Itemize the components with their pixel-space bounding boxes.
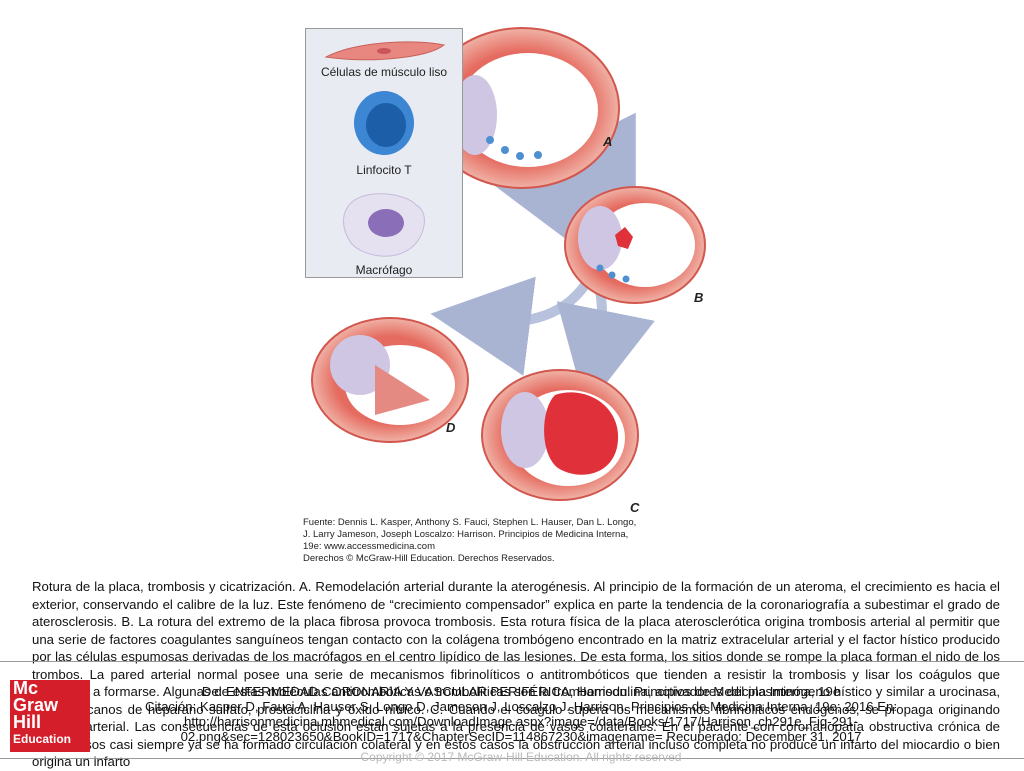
vessel-c — [481, 369, 639, 501]
logo-text: Mc — [13, 678, 39, 698]
copyright-notice: Copyright © 2017 McGraw-Hill Education. … — [360, 750, 682, 764]
footer-rule-bottom — [0, 758, 1024, 759]
citation-reference: Citación: Kasper D, Fauci A, Hauser S, L… — [144, 699, 898, 714]
cell-legend: Células de músculo liso Linfocito T Macr… — [305, 28, 463, 278]
atherosclerosis-figure — [311, 27, 706, 501]
citation-url: http://harrisonmedicina.mhmedical.com/Do… — [183, 714, 859, 729]
smooth-muscle-label: Células de músculo liso — [320, 65, 448, 79]
panel-label-b: B — [694, 290, 704, 305]
smooth-muscle-cell-icon — [324, 41, 446, 61]
source-line: J. Larry Jameson, Joseph Loscalzo: Harri… — [303, 529, 629, 540]
logo-text: Education — [13, 732, 72, 746]
figure-source: Fuente: Dennis L. Kasper, Anthony S. Fau… — [303, 517, 723, 565]
mcgraw-hill-logo: Mc Graw Hill Education — [10, 678, 90, 752]
citation-url-continued: 02.png&sec=128023650&BookID=1717&Chapter… — [180, 729, 862, 744]
citation-from: De: ENFERMEDAD CORONARIA Y VASCULAR PERI… — [201, 684, 841, 699]
source-line: 19e: www.accessmedicina.com — [303, 541, 435, 552]
vessel-d — [311, 317, 469, 443]
lymphocyte-icon — [354, 91, 414, 155]
source-line: Fuente: Dennis L. Kasper, Anthony S. Fau… — [303, 517, 637, 528]
macrophage-icon — [343, 193, 425, 257]
vessel-b — [564, 186, 706, 304]
logo-text: Hill — [13, 712, 42, 732]
panel-label-a: A — [603, 134, 613, 149]
figure-caption: Rotura de la placa, trombosis y cicatriz… — [32, 579, 1000, 769]
lymphocyte-label: Linfocito T — [356, 163, 412, 177]
source-line: Derechos © McGraw-Hill Education. Derech… — [303, 553, 555, 564]
arrow-b-to-d — [430, 276, 590, 376]
logo-text: Graw — [13, 695, 59, 715]
footer-rule-top — [0, 661, 1024, 662]
panel-label-c: C — [630, 500, 640, 515]
panel-label-d: D — [446, 420, 456, 435]
macrophage-label: Macrófago — [355, 263, 413, 277]
vessel-a — [424, 27, 620, 189]
arrow-b-to-c — [556, 289, 655, 410]
